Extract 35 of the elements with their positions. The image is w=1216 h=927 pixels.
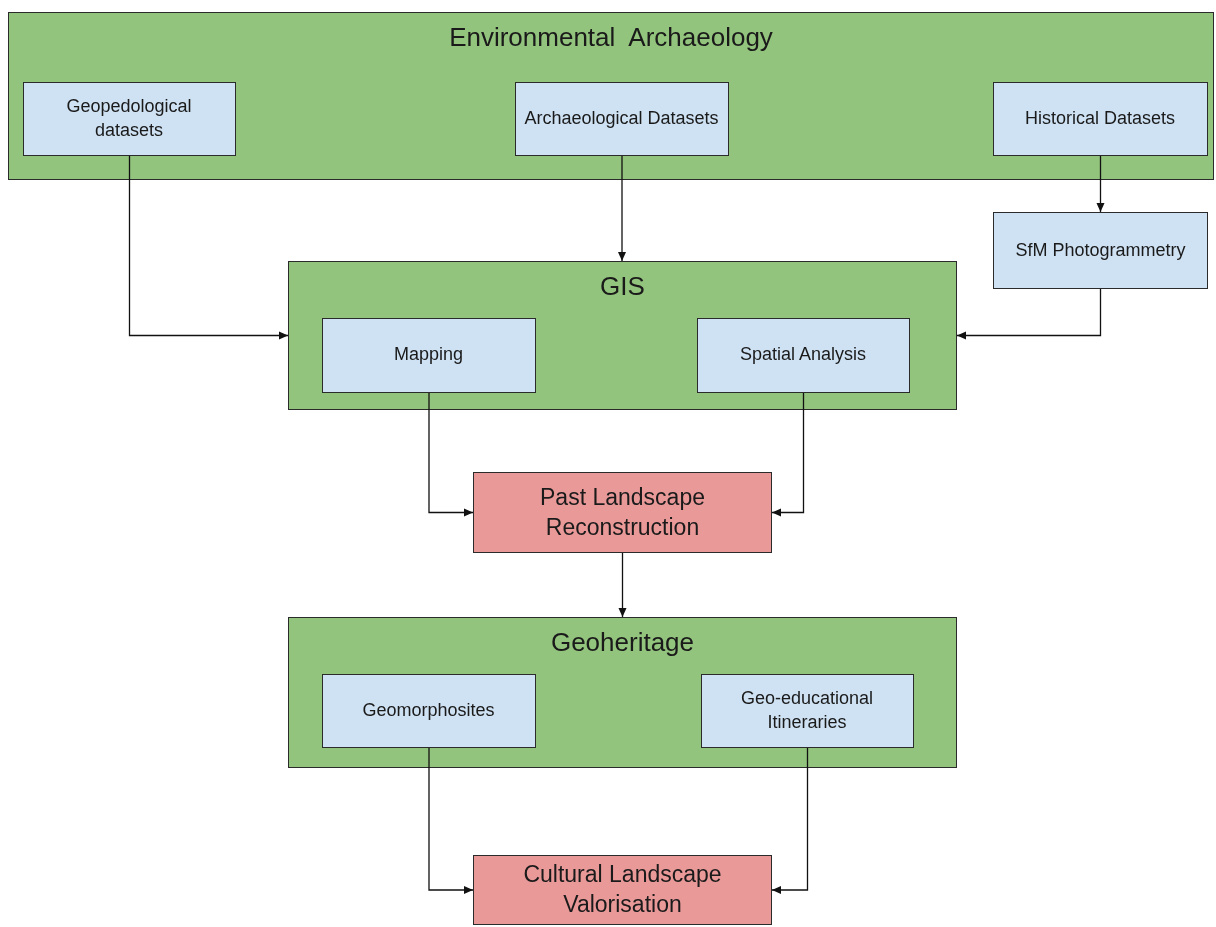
box-label: Past Landscape Reconstruction: [539, 482, 706, 542]
group-box: [288, 617, 957, 768]
box-label: Historical Datasets: [1024, 106, 1175, 130]
group-heading: Environmental Archaeology: [449, 21, 773, 54]
arrow: [428, 747, 474, 894]
result-box: [473, 472, 772, 553]
group-box: [288, 261, 957, 410]
group-box: [8, 12, 1214, 180]
arrow: [1096, 155, 1105, 213]
arrow: [618, 552, 627, 618]
box-label: Geopedological datasets: [65, 95, 193, 142]
box-label: Cultural Landscape Valorisation: [522, 860, 723, 919]
result-box: [473, 855, 772, 925]
process-box: [993, 212, 1208, 289]
group-heading: GIS: [600, 270, 645, 303]
box-label: Mapping: [393, 343, 463, 367]
process-box: [514, 81, 729, 156]
arrow: [618, 155, 626, 262]
arrow: [771, 747, 809, 894]
process-box: [22, 81, 236, 156]
box-label: Geomorphosites: [362, 698, 495, 722]
box-label: Geo-educational Itineraries: [739, 687, 875, 734]
process-box: [992, 81, 1208, 156]
arrow: [428, 392, 474, 517]
arrow: [956, 288, 1102, 340]
process-box: [321, 317, 536, 393]
box-label: Archaeological Datasets: [524, 106, 719, 130]
arrow: [771, 392, 805, 517]
process-box: [696, 317, 910, 393]
process-box: [700, 673, 914, 748]
box-label: Spatial Analysis: [739, 343, 867, 367]
process-box: [321, 673, 536, 748]
arrow: [128, 155, 289, 340]
box-label: SfM Photogrammetry: [1015, 238, 1186, 262]
group-heading: Geoheritage: [550, 626, 695, 659]
